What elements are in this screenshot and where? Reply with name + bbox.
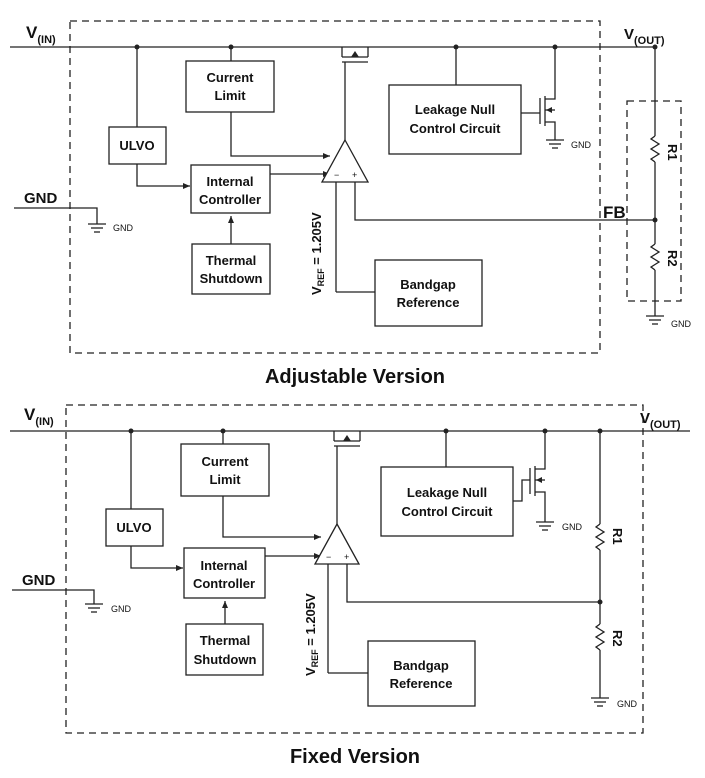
thermal-shutdown-line2: Shutdown — [200, 271, 263, 286]
current-limit-block — [180, 443, 270, 497]
resistor-r2-icon — [649, 243, 661, 271]
current-limit-block — [185, 60, 275, 113]
bandgap-line2: Reference — [390, 676, 453, 691]
r1-label: R1 — [610, 528, 625, 545]
ground-label: GND — [671, 319, 692, 329]
bandgap-line1: Bandgap — [393, 658, 449, 673]
pass-transistor-icon — [341, 47, 369, 140]
adjustable-ic-boundary — [69, 20, 601, 354]
svg-text:+: + — [344, 552, 349, 562]
bandgap-reference-block — [374, 259, 483, 327]
leakage-null-line1: Leakage Null — [415, 102, 495, 117]
r2-label: R2 — [665, 250, 680, 267]
leakage-null-line2: Control Circuit — [410, 121, 502, 136]
internal-controller-line2: Controller — [199, 192, 261, 207]
internal-controller-block — [183, 547, 266, 599]
ground-icon — [646, 315, 664, 325]
bandgap-line1: Bandgap — [400, 277, 456, 292]
r2-label: R2 — [610, 630, 625, 647]
thermal-shutdown-line2: Shutdown — [194, 652, 257, 667]
vin-label: V(IN) — [26, 23, 56, 46]
ground-label: GND — [113, 223, 134, 233]
bandgap-line2: Reference — [397, 295, 460, 310]
ground-label: GND — [111, 604, 132, 614]
fixed-ic-boundary — [65, 404, 644, 734]
svg-text:−: − — [334, 170, 339, 180]
error-amplifier-icon: − + — [313, 522, 361, 565]
ground-icon — [536, 521, 554, 531]
resistor-r1-icon — [649, 135, 661, 163]
ground-icon — [591, 697, 609, 707]
leakage-null-block — [388, 84, 522, 155]
current-limit-line1: Current — [202, 454, 250, 469]
fb-label: FB — [603, 203, 626, 222]
ground-icon — [88, 223, 106, 233]
fixed-caption: Fixed Version — [290, 746, 420, 768]
leakage-transistor-icon — [521, 47, 556, 140]
error-amplifier-icon: − + — [320, 138, 370, 183]
ground-label: GND — [571, 140, 592, 150]
internal-controller-line1: Internal — [207, 174, 254, 189]
gnd-pin-label: GND — [24, 190, 58, 207]
resistor-r2-icon — [594, 623, 606, 651]
adjustable-caption: Adjustable Version — [265, 366, 445, 388]
resistor-r1-icon — [594, 523, 606, 551]
bandgap-reference-block — [367, 640, 476, 707]
svg-text:−: − — [326, 552, 331, 562]
r1-label: R1 — [665, 144, 680, 161]
ulvo-label: ULVO — [119, 138, 154, 153]
internal-controller-block — [190, 164, 271, 214]
ground-icon — [85, 603, 103, 613]
ground-label: GND — [617, 699, 638, 709]
current-limit-line2: Limit — [214, 88, 246, 103]
ulvo-label: ULVO — [116, 520, 151, 535]
thermal-shutdown-block — [191, 243, 271, 295]
internal-controller-line1: Internal — [201, 558, 248, 573]
leakage-null-line2: Control Circuit — [402, 504, 494, 519]
gnd-pin-label: GND — [22, 572, 56, 589]
pass-transistor-icon — [333, 431, 361, 524]
fixed-diagram: V(IN) V(OUT) Current Limit ULVO Internal… — [10, 404, 690, 768]
leakage-transistor-icon — [513, 431, 546, 522]
ulvo-block — [105, 508, 164, 547]
vout-label: V(OUT) — [640, 410, 681, 431]
leakage-null-line1: Leakage Null — [407, 485, 487, 500]
svg-text:+: + — [352, 170, 357, 180]
vref-label: VREF = 1.205V — [309, 212, 326, 295]
current-limit-line1: Current — [207, 70, 255, 85]
external-resistor-boundary — [626, 100, 682, 302]
vin-label: V(IN) — [24, 405, 54, 428]
junction-dot — [652, 217, 658, 223]
adjustable-diagram: V(IN) V(OUT) Current Limit ULVO — [10, 20, 692, 388]
thermal-shutdown-block — [185, 623, 264, 676]
thermal-shutdown-line1: Thermal — [200, 633, 251, 648]
ground-label: GND — [562, 522, 583, 532]
vref-label: VREF = 1.205V — [303, 593, 320, 676]
leakage-null-block — [380, 466, 514, 537]
thermal-shutdown-line1: Thermal — [206, 253, 257, 268]
vout-label: V(OUT) — [624, 26, 665, 47]
internal-controller-line2: Controller — [193, 576, 255, 591]
junction-dot — [597, 599, 603, 605]
ground-icon — [546, 139, 564, 149]
current-limit-line2: Limit — [209, 472, 241, 487]
